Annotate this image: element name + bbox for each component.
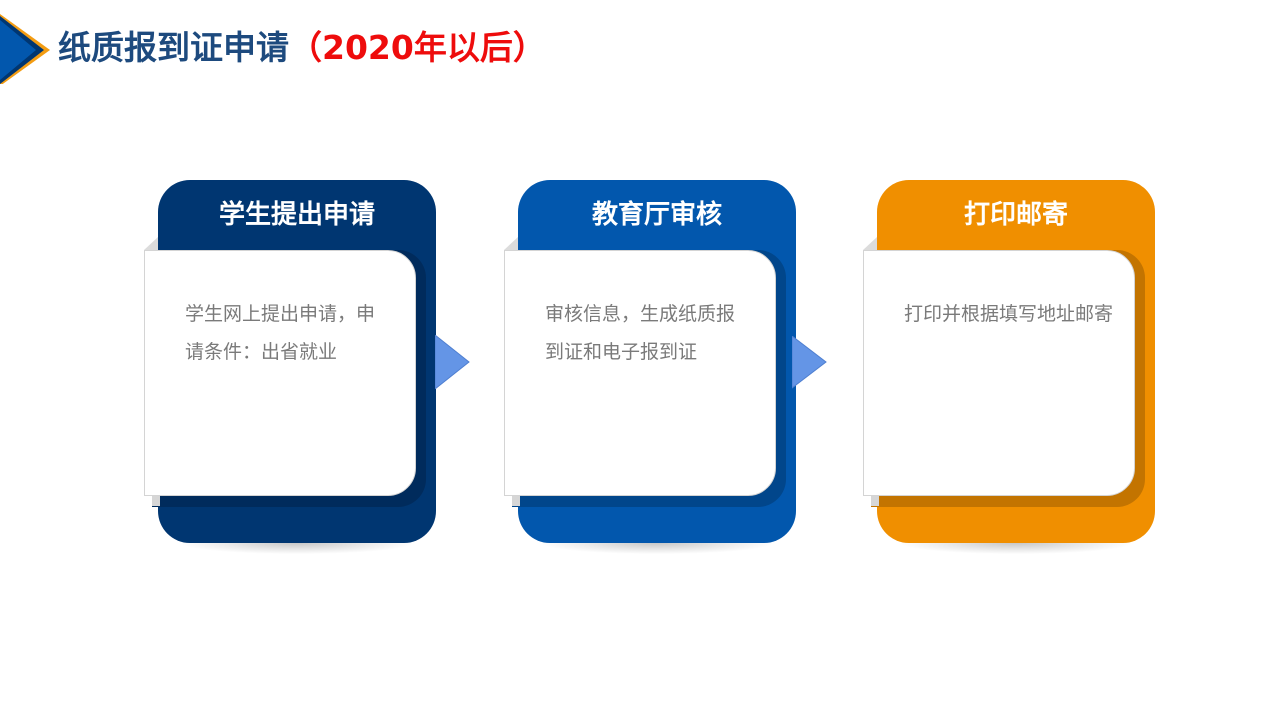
step-content-card: 打印并根据填写地址邮寄 [863,250,1135,496]
step-card-mail: 打印邮寄 打印并根据填写地址邮寄 [861,180,1161,560]
card-fold [144,237,158,250]
arrow-right-icon [792,336,827,389]
corner-arrow-icon [0,14,50,84]
card-fold [504,237,518,250]
step-card-review: 教育厅审核 审核信息，生成纸质报到证和电子报到证 [502,180,802,560]
step-title: 打印邮寄 [963,200,1068,230]
page-title-main: 纸质报到证申请 [58,28,289,67]
card-fold-edge [512,494,520,506]
step-description: 学生网上提出申请，申请条件：出省就业 [185,303,376,363]
card-fold-edge [871,494,879,506]
card-fold-edge [152,494,160,506]
step-content-card: 学生网上提出申请，申请条件：出省就业 [144,250,416,496]
step-description: 审核信息，生成纸质报到证和电子报到证 [545,303,736,363]
page-title: 纸质报到证申请（2020年以后） [58,22,546,74]
step-card-apply: 学生提出申请 学生网上提出申请，申请条件：出省就业 [142,180,442,560]
step-content-card: 审核信息，生成纸质报到证和电子报到证 [504,250,776,496]
arrow-right-icon [435,335,470,389]
page-title-subtitle: （2020年以后） [289,28,546,67]
step-title: 教育厅审核 [591,200,722,230]
card-fold [863,237,877,250]
step-description: 打印并根据填写地址邮寄 [904,303,1114,325]
step-title: 学生提出申请 [218,200,375,230]
